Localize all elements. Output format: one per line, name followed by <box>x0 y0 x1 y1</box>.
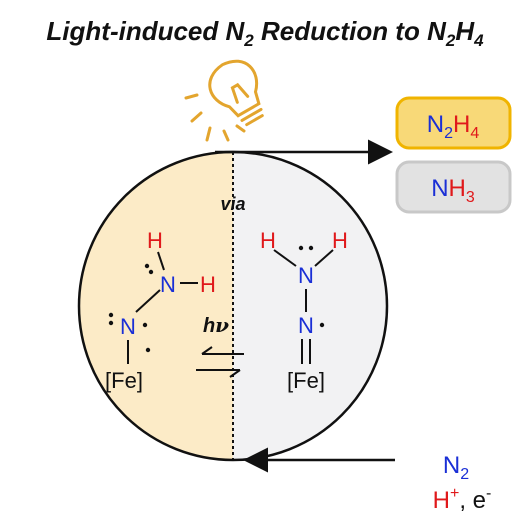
n2h4-sub1: 2 <box>444 125 453 142</box>
reagent-e-sup: - <box>486 485 491 502</box>
n2h4-sub2: 4 <box>470 125 479 142</box>
hv-h: h <box>203 315 215 337</box>
left-n-bottom: N <box>120 314 136 339</box>
product-n2h4: N2H4 <box>427 111 480 142</box>
hv-nu: ν <box>215 313 229 337</box>
nh3-n: N <box>431 175 448 202</box>
n2h4-h: H <box>453 111 470 138</box>
right-h-right: H <box>332 228 348 253</box>
title-sub3: 4 <box>473 31 484 50</box>
page-title: Light-induced N2 Reduction to N2H4 <box>46 16 484 50</box>
title-sub1: 2 <box>243 31 254 50</box>
reagent-h-e: H+, e- <box>433 485 492 514</box>
lightbulb-icon <box>184 59 264 142</box>
product-n2h4-box <box>395 96 512 150</box>
left-metal: [Fe] <box>105 368 143 393</box>
reagent-n2-sub: 2 <box>460 466 469 483</box>
nh3-h: H <box>449 175 466 202</box>
equilibrium-arrows <box>196 346 244 378</box>
product-nh3-box <box>395 160 512 214</box>
hv-label: hν <box>203 313 229 337</box>
right-half <box>233 152 387 460</box>
reagent-h-sup: + <box>450 485 459 502</box>
left-half <box>79 152 233 460</box>
reagent-e: , e <box>459 487 486 514</box>
title-main: Light-induced N <box>46 16 245 46</box>
n2h4-n: N <box>427 111 444 138</box>
title-sub2: 2 <box>445 31 456 50</box>
left-h-top: H <box>147 228 163 253</box>
reaction-circle-fill <box>79 152 387 460</box>
left-structure: H N H N [Fe] <box>105 228 216 393</box>
left-n-top: N <box>160 272 176 297</box>
right-h-left: H <box>260 228 276 253</box>
reagent-h: H <box>433 487 450 514</box>
right-structure: H H N N [Fe] <box>260 228 348 393</box>
reagent-n2: N2 <box>443 452 469 483</box>
reagent-n: N <box>443 452 460 479</box>
title-mid: Reduction to N <box>254 16 447 46</box>
nh3-sub: 3 <box>466 189 475 206</box>
right-n-top: N <box>298 263 314 288</box>
title-h: H <box>455 16 475 46</box>
right-metal: [Fe] <box>287 368 325 393</box>
product-nh3: NH3 <box>431 175 475 206</box>
right-n-bottom: N <box>298 313 314 338</box>
left-h-right: H <box>200 272 216 297</box>
via-label: via <box>220 194 245 214</box>
